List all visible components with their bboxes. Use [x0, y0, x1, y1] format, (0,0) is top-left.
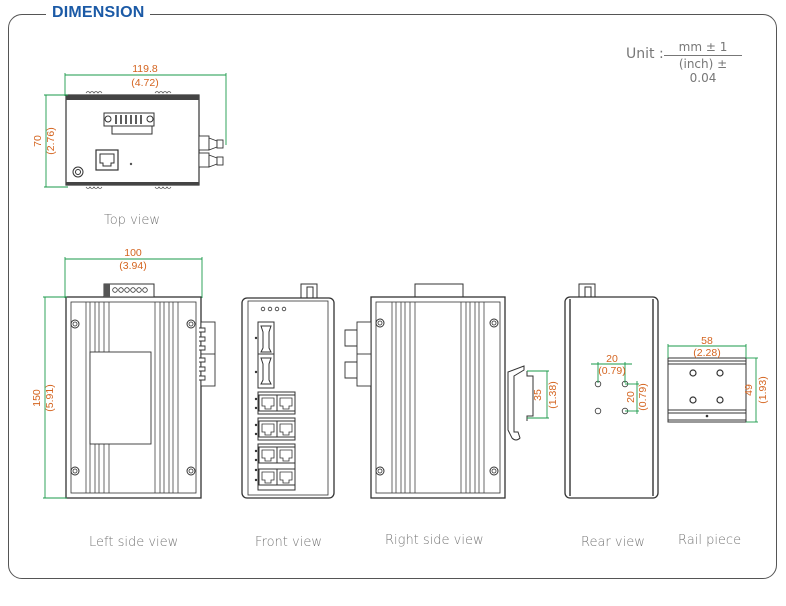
- rail-piece-dimension-lines: [667, 344, 758, 423]
- top-view-dimensions: [44, 73, 227, 188]
- caption-right-side-view: Right side view: [385, 533, 484, 548]
- rear-h-spacing-mm: 20: [606, 353, 618, 365]
- led-indicators: [260, 306, 287, 312]
- caption-rear-view: Rear view: [581, 535, 645, 550]
- unit-label: Unit :: [626, 46, 664, 62]
- left-view-dimensions: [43, 257, 203, 499]
- rail-piece: [667, 344, 758, 423]
- rear-h-spacing-inch: (0.79): [598, 365, 625, 377]
- unit-fraction: mm ± 1 (inch) ± 0.04: [664, 40, 742, 85]
- rear-dimension-lines: [591, 362, 639, 414]
- top-width-inch: (4.72): [131, 77, 158, 89]
- terminal-block-icon: [103, 283, 155, 298]
- rail-piece-height-inch: (1.93): [757, 376, 769, 403]
- caption-left-side-view: Left side view: [89, 535, 179, 550]
- front-view: [241, 283, 335, 499]
- led-hole-icon: [129, 162, 133, 166]
- fiber-connector-icon: [199, 321, 216, 387]
- din-rail-clip-icon: [507, 365, 534, 441]
- fiber-connector-icon: [198, 135, 224, 168]
- top-height-inch: (2.76): [45, 127, 57, 154]
- caption-top-view: Top view: [104, 213, 161, 228]
- unit-denominator: (inch) ± 0.04: [678, 57, 728, 85]
- ethernet-ports: [254, 391, 296, 491]
- ground-screw-icon: [72, 166, 84, 178]
- section-title: DIMENSION: [46, 4, 151, 22]
- caption-front-view: Front view: [255, 535, 322, 550]
- left-width-mm: 100: [124, 247, 142, 259]
- top-width-mm: 119.8: [132, 63, 158, 75]
- rear-v-spacing-inch: (0.79): [637, 383, 649, 410]
- rear-v-spacing-mm: 20: [625, 391, 637, 403]
- unit-numerator: mm ± 1: [664, 40, 742, 56]
- left-height-inch: (5.91): [44, 384, 56, 411]
- rail-piece-height-mm: 49: [743, 384, 755, 396]
- rail-width-mm: 58: [701, 335, 713, 347]
- top-height-mm: 70: [32, 135, 44, 147]
- right-side-view: [344, 283, 549, 499]
- top-view-outline: [65, 91, 200, 189]
- rear-view: [564, 283, 659, 499]
- dimension-frame: [8, 14, 777, 579]
- fiber-connector-icon: [344, 321, 372, 387]
- rail-width-inch: (2.28): [693, 347, 720, 359]
- terminal-block-icon: [103, 112, 155, 135]
- rail-dimension-lines: [527, 370, 549, 419]
- caption-rail-piece: Rail piece: [678, 533, 742, 548]
- top-view: [44, 73, 227, 189]
- rail-height-mm: 35: [532, 389, 544, 401]
- left-width-inch: (3.94): [119, 260, 146, 272]
- sfp-slot-icon: [257, 321, 275, 389]
- left-side-view: [43, 257, 216, 499]
- left-height-mm: 150: [31, 389, 43, 407]
- rail-height-inch: (1.38): [547, 381, 559, 408]
- label-plate: [89, 351, 152, 445]
- console-port-icon: [95, 149, 119, 171]
